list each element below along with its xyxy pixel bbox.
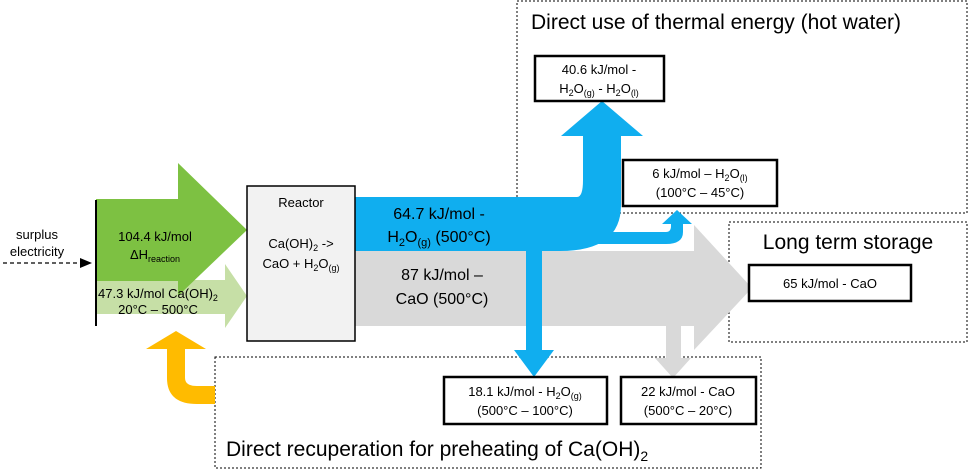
recuperation-steam-value: 18.1 kJ/mol - H2O(g)	[468, 384, 582, 401]
recuperation-cao-temperature: (500°C – 20°C)	[644, 403, 732, 418]
cao-recuperation-arrow	[655, 326, 691, 378]
electricity-arrowhead	[80, 258, 92, 268]
preheat-temperature: 20°C – 500°C	[118, 302, 198, 317]
thermal-box-steam-value: 40.6 kJ/mol -	[562, 62, 636, 77]
recuperation-cao-value: 22 kJ/mol - CaO	[641, 384, 735, 399]
thermal-box-steam	[533, 54, 666, 103]
recuperation-arrow	[146, 331, 215, 404]
steam-flow-species: H2O(g) (500°C)	[387, 229, 490, 249]
preheat-energy-value: 47.3 kJ/mol Ca(OH)2	[98, 286, 218, 303]
storage-title: Long term storage	[763, 231, 933, 254]
steam-flow-value: 64.7 kJ/mol -	[393, 206, 485, 223]
steam-flow-arrow	[355, 101, 643, 251]
steam-recuperation-arrow	[514, 251, 554, 377]
recuperation-steam-temperature: (500°C – 100°C)	[477, 403, 573, 418]
storage-box	[747, 263, 913, 303]
thermal-box-liquid-temperature: (100°C – 45°C)	[656, 185, 744, 200]
steam-liquid-branch-arrow	[560, 210, 692, 244]
cao-flow-value: 87 kJ/mol –	[401, 267, 483, 284]
storage-box-value: 65 kJ/mol - CaO	[783, 276, 877, 291]
recuperation-title: Direct recuperation for preheating of Ca…	[226, 438, 648, 464]
reaction-enthalpy-label: ΔHreaction	[130, 247, 180, 264]
reaction-energy-value: 104.4 kJ/mol	[118, 229, 192, 244]
cao-flow-arrow	[355, 225, 752, 350]
cao-flow-species: CaO (500°C)	[396, 291, 489, 308]
thermal-box-steam-species: H2O(g) - H2O(l)	[559, 81, 639, 98]
surplus-label-line2: electricity	[10, 244, 65, 259]
recuperation-box-steam	[442, 375, 609, 426]
reactor-equation-line1: Ca(OH)2 ->	[268, 236, 333, 253]
reaction-energy-arrow	[96, 163, 247, 296]
surplus-label-line1: surplus	[16, 227, 58, 242]
thermal-box-liquid	[621, 158, 779, 208]
thermal-box-liquid-value: 6 kJ/mol – H2O(l)	[652, 166, 747, 183]
reactor-title: Reactor	[278, 195, 324, 210]
recuperation-box-cao	[619, 375, 758, 426]
thermal-use-title: Direct use of thermal energy (hot water)	[531, 11, 901, 34]
reactor-box	[246, 185, 356, 342]
reactor-equation-line2: CaO + H2O(g)	[262, 256, 339, 273]
